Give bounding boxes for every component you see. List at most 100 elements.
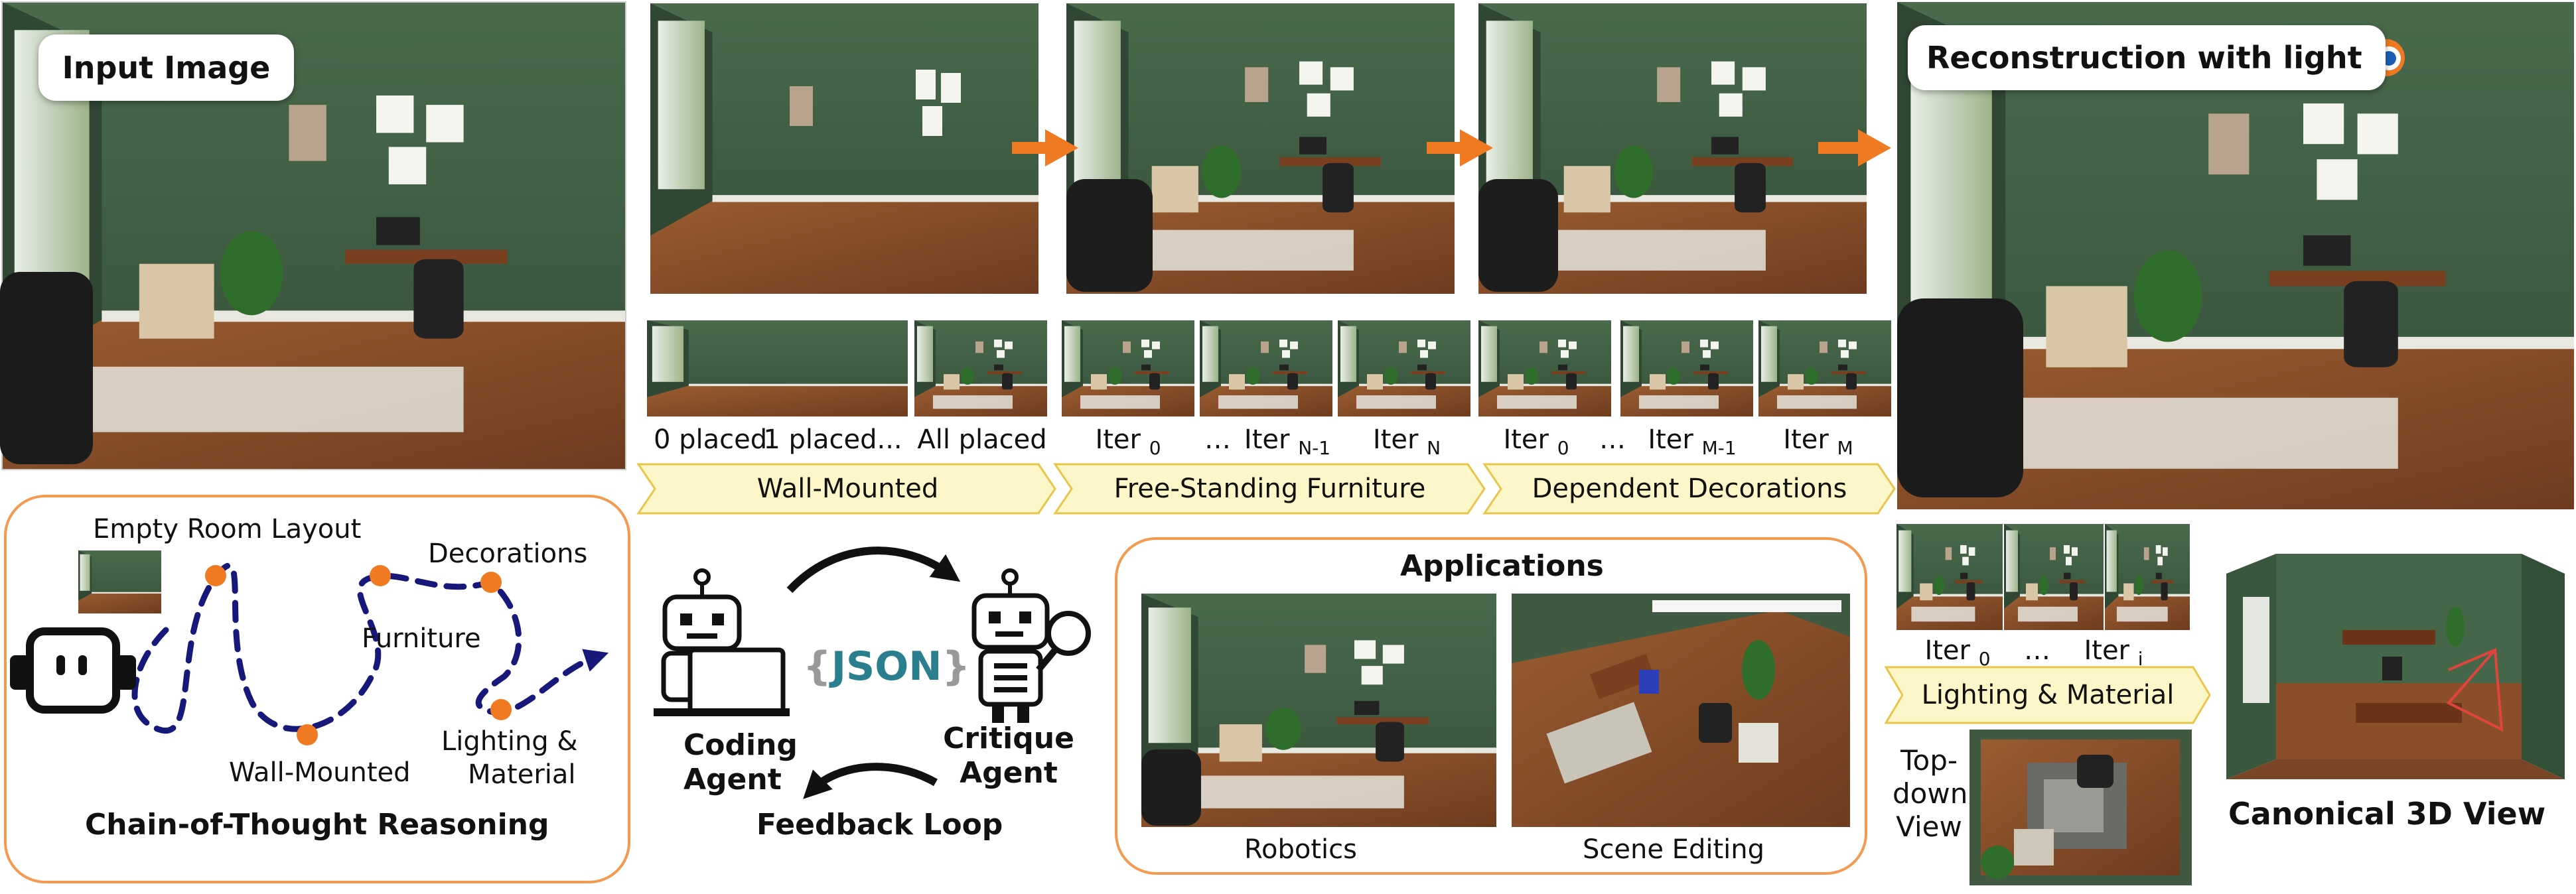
thumb-dd-iter-0 (1478, 320, 1611, 416)
json-label: {JSON} (803, 643, 970, 690)
thumb-dd-iter-m (1758, 320, 1891, 416)
caption-light-iter-0: Iter 0 (1914, 635, 2001, 670)
cot-wall-mounted-label: Wall-Mounted (229, 757, 411, 788)
canonical-label: Canonical 3D View (2228, 796, 2546, 832)
caption-fs-ellipsis: … (1204, 424, 1231, 455)
caption-0-placed: 0 placed (654, 424, 768, 455)
thumb-all-placed (914, 320, 1047, 416)
caption-fs-iter-0: Iter 0 (1088, 424, 1168, 459)
iter-text: Iter (1244, 424, 1290, 455)
applications-title: Applications (1400, 549, 1604, 583)
input-image-label: Input Image (38, 34, 294, 101)
robotics-label: Robotics (1244, 834, 1357, 865)
caption-dd-ellipsis: … (1599, 424, 1626, 455)
caption-light-iter-i: Iter i (2074, 635, 2153, 670)
chevron-free-standing (1053, 463, 1486, 515)
iter-sub: N-1 (1298, 437, 1331, 459)
critique-agent-label-1: Critique (943, 722, 1074, 755)
cot-node (480, 572, 502, 593)
input-image (0, 1, 626, 470)
wall-mounted-render (650, 3, 1038, 294)
top-cycle-arrow (786, 546, 961, 594)
topdown-label-3: View (1896, 810, 1962, 843)
caption-all-placed: All placed (917, 424, 1047, 455)
topdown-image (1969, 730, 2192, 885)
coding-agent-label-2: Agent (683, 763, 782, 797)
thumb-fs-iter-n-1 (1200, 320, 1332, 416)
thumb-dd-iter-m-1 (1620, 320, 1753, 416)
iter-text: Iter (1648, 424, 1693, 455)
orange-arrow (1818, 129, 1891, 166)
reconstruction-label-text: Reconstruction with light (1926, 40, 2362, 76)
dependent-stage-label: Dependent Decorations (1532, 474, 1847, 504)
robot-icon (10, 627, 136, 714)
iter-text: Iter (1924, 635, 1970, 666)
scene-editing-label: Scene Editing (1583, 834, 1764, 865)
free-standing-stage-label: Free-Standing Furniture (1113, 474, 1426, 504)
json-text: JSON (831, 643, 942, 690)
iter-sub: 0 (1978, 648, 1991, 670)
wall-mounted-stage-label: Wall-Mounted (756, 474, 939, 504)
chevron-lighting (1884, 666, 2211, 724)
coding-agent-icon (654, 568, 790, 716)
canonical-3d-image (2226, 554, 2565, 779)
bottom-cycle-arrow (803, 763, 938, 799)
cot-empty-room-label: Empty Room Layout (93, 514, 362, 544)
caption-fs-iter-n-1: Iter N-1 (1234, 424, 1340, 459)
chevron-wall-mounted (636, 463, 1056, 515)
thumb-fs-iter-0 (1062, 320, 1194, 416)
thumb-0-placed (647, 320, 908, 416)
cot-lighting-label-1: Lighting & (441, 726, 578, 757)
brace-open-icon: { (803, 643, 831, 690)
caption-1-placed: 1 placed... (763, 424, 902, 455)
iter-text: Iter (1783, 424, 1829, 455)
chevron-dependent (1482, 463, 1896, 515)
thumb-light-iter-i (2105, 524, 2190, 630)
cot-lighting-label-2: Material (468, 759, 576, 790)
caption-fs-iter-n: Iter N (1360, 424, 1453, 459)
free-standing-render (1066, 3, 1455, 294)
thumb-light-iter-0 (1896, 524, 2003, 630)
iter-sub: N (1427, 437, 1441, 459)
iter-text: Iter (2084, 635, 2130, 666)
reconstruction-label: Reconstruction with light (1908, 25, 2386, 90)
dependent-render (1478, 3, 1867, 294)
caption-dd-iter-0: Iter 0 (1496, 424, 1576, 459)
critique-agent-icon (971, 568, 1091, 723)
iter-sub: i (2137, 648, 2143, 670)
cot-node (205, 565, 226, 586)
cot-decorations-label: Decorations (428, 539, 588, 569)
cot-node (370, 565, 391, 586)
scene-editing-image (1512, 594, 1850, 827)
cot-furniture-label: Furniture (362, 623, 481, 654)
thumb-fs-iter-n (1338, 320, 1470, 416)
feedback-loop-label: Feedback Loop (756, 808, 1003, 842)
reconstruction-render (1897, 2, 2574, 509)
caption-dd-iter-m-1: Iter M-1 (1639, 424, 1745, 459)
empty-room-thumb (78, 550, 161, 613)
topdown-label-2: down (1893, 777, 1968, 810)
topdown-label-1: Top- (1900, 744, 1958, 777)
iter-text: Iter (1095, 424, 1141, 455)
caption-dd-iter-m: Iter M (1772, 424, 1865, 459)
lighting-stage-label: Lighting & Material (1921, 680, 2175, 710)
iter-text: Iter (1503, 424, 1549, 455)
iter-text: Iter (1372, 424, 1419, 455)
coding-agent-label-1: Coding (683, 728, 798, 762)
iter-sub: M-1 (1701, 437, 1737, 459)
cot-box (4, 495, 630, 883)
iter-sub: M (1837, 437, 1853, 459)
iter-sub: 0 (1557, 437, 1569, 459)
cot-node (490, 699, 512, 720)
brace-close-icon: } (942, 643, 971, 690)
orange-arrow (1427, 129, 1493, 166)
iter-sub: 0 (1149, 437, 1161, 459)
cot-node (297, 724, 318, 745)
thumb-light-mid (2004, 524, 2104, 630)
cot-path (131, 562, 609, 734)
orange-arrow (1012, 129, 1078, 166)
cot-title: Chain-of-Thought Reasoning (85, 808, 549, 842)
critique-agent-label-2: Agent (960, 756, 1058, 790)
